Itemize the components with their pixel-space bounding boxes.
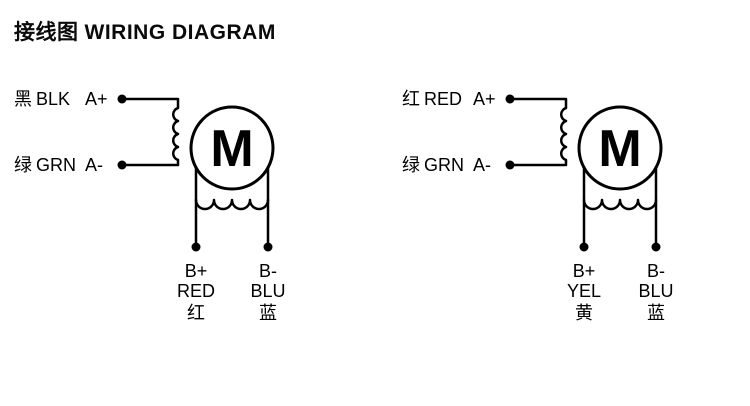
b-minus-terminal: B- bbox=[647, 261, 665, 281]
phase-a-winding bbox=[120, 97, 180, 167]
b-plus-color-en: RED bbox=[177, 281, 215, 301]
a-plus-color-zh: 红 bbox=[402, 89, 420, 109]
b-plus-node-dot bbox=[191, 242, 201, 252]
a-plus-terminal: A+ bbox=[473, 89, 496, 109]
phase-a-winding bbox=[508, 97, 568, 167]
a-minus-color-en: GRN bbox=[36, 155, 76, 175]
motor-label: M bbox=[598, 120, 641, 178]
b-plus-color-en: YEL bbox=[567, 281, 601, 301]
page-title-en: WIRING DIAGRAM bbox=[84, 21, 276, 44]
a-plus-node-dot bbox=[505, 94, 515, 104]
a-minus-color-zh: 绿 bbox=[14, 155, 32, 175]
phase-b-winding bbox=[194, 198, 270, 211]
a-minus-color-zh: 绿 bbox=[402, 155, 420, 175]
motor-label: M bbox=[210, 120, 253, 178]
a-minus-color-en: GRN bbox=[424, 155, 464, 175]
a-plus-terminal: A+ bbox=[85, 89, 108, 109]
b-minus-node-dot bbox=[651, 242, 661, 252]
b-plus-terminal: B+ bbox=[185, 261, 208, 281]
b-minus-node-dot bbox=[263, 242, 273, 252]
a-plus-color-en: BLK bbox=[36, 89, 70, 109]
a-plus-node-dot bbox=[117, 94, 127, 104]
motor-circle bbox=[189, 105, 275, 191]
b-minus-color-en: BLU bbox=[638, 281, 673, 301]
b-plus-color-zh: 红 bbox=[187, 303, 205, 323]
b-plus-node-dot bbox=[579, 242, 589, 252]
b-minus-terminal: B- bbox=[259, 261, 277, 281]
a-minus-terminal: A- bbox=[85, 155, 103, 175]
b-minus-color-zh: 蓝 bbox=[259, 303, 277, 323]
a-plus-color-zh: 黑 bbox=[14, 89, 32, 109]
wiring-diagram-left: 黑 BLK A+ 绿 GRN A- M B+ RED 红 B- BLU 蓝 bbox=[14, 89, 286, 323]
b-minus-color-zh: 蓝 bbox=[647, 303, 665, 323]
b-plus-terminal: B+ bbox=[573, 261, 596, 281]
a-minus-terminal: A- bbox=[473, 155, 491, 175]
a-minus-node-dot bbox=[505, 160, 515, 170]
a-plus-color-en: RED bbox=[424, 89, 462, 109]
b-plus-color-zh: 黄 bbox=[575, 303, 593, 323]
a-minus-node-dot bbox=[117, 160, 127, 170]
wiring-diagram-right: 红 RED A+ 绿 GRN A- M B+ YEL 黄 B- BLU 蓝 bbox=[402, 89, 674, 323]
phase-b-winding bbox=[582, 198, 658, 211]
page-title-zh: 接线图 bbox=[14, 21, 79, 44]
b-minus-color-en: BLU bbox=[250, 281, 285, 301]
motor-circle bbox=[577, 105, 663, 191]
